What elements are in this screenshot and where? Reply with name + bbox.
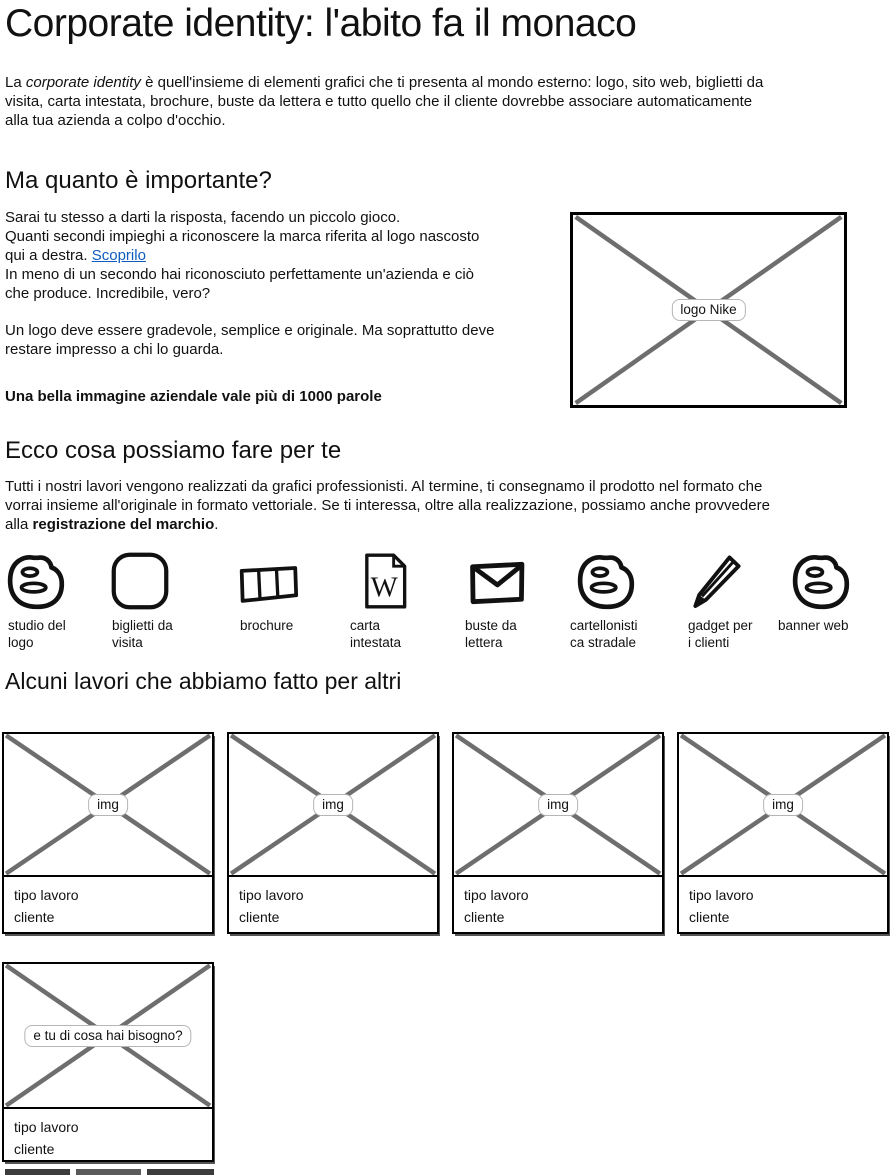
card-client: cliente <box>14 908 55 925</box>
card-shadow-fragment <box>5 1169 214 1175</box>
logo-placeholder-label: logo Nike <box>671 299 746 321</box>
service-item: banner web <box>778 547 888 651</box>
service-item: studio del logo <box>5 547 112 651</box>
service-label: brochure <box>240 618 294 633</box>
card-work-type: tipo lavoro <box>14 1118 79 1135</box>
service-item: W carta intestata <box>350 547 465 651</box>
service-item: gadget per i clienti <box>688 547 778 651</box>
portfolio-cards-row: img tipo lavoro cliente img tipo lavoro … <box>2 732 889 934</box>
services-icon-row: studio del logo biglietti da visita broc… <box>0 547 890 651</box>
importance-after-link: In meno di un secondo hai riconosciuto p… <box>5 266 474 302</box>
envelope-icon <box>470 561 525 605</box>
services-heading: Ecco cosa possiamo fare per te <box>5 437 342 464</box>
intro-italic-term: corporate identity <box>25 74 141 91</box>
logo-advice-paragraph: Un logo deve essere gradevole, semplice … <box>5 322 495 358</box>
services-text-end: . <box>214 516 219 533</box>
portfolio-card[interactable]: img tipo lavoro cliente <box>677 732 889 934</box>
service-icon <box>690 547 778 611</box>
services-text-start: Tutti i nostri lavori vengono realizzati… <box>5 478 770 533</box>
scoprilo-link[interactable]: Scoprilo <box>91 247 146 264</box>
brochure-icon <box>239 566 299 603</box>
card-image-label: img <box>538 793 578 816</box>
service-label: biglietti da visita <box>112 618 173 650</box>
card-image-label: img <box>763 793 803 816</box>
logo-blob-icon <box>577 555 635 610</box>
letterhead-doc-icon: W <box>365 553 407 609</box>
card-meta: tipo lavoro cliente <box>677 874 889 934</box>
service-icon <box>237 547 350 611</box>
card-meta: tipo lavoro cliente <box>227 874 439 934</box>
card-image-placeholder: e tu di cosa hai bisogno? <box>2 962 214 1109</box>
card-meta: tipo lavoro cliente <box>2 874 214 934</box>
svg-text:W: W <box>371 571 399 603</box>
importance-paragraph: Sarai tu stesso a darti la risposta, fac… <box>5 208 567 303</box>
service-item: cartellonisti ca stradale <box>570 547 688 651</box>
card-client: cliente <box>689 908 730 925</box>
page-title: Corporate identity: l'abito fa il monaco <box>5 2 637 45</box>
service-icon <box>110 547 240 611</box>
intro-text-end: è quell'insieme di elementi grafici che … <box>5 74 764 129</box>
importance-heading: Ma quanto è importante? <box>5 167 272 194</box>
card-client: cliente <box>14 1140 55 1157</box>
service-label: cartellonisti ca stradale <box>570 618 638 650</box>
service-item: biglietti da visita <box>110 547 240 651</box>
card-work-type: tipo lavoro <box>689 886 754 903</box>
portfolio-heading: Alcuni lavori che abbiamo fatto per altr… <box>5 668 402 694</box>
pencil-icon <box>693 555 741 608</box>
card-image-label: img <box>313 793 353 816</box>
logo-blob-icon <box>792 555 850 610</box>
card-image-label: img <box>88 793 128 816</box>
portfolio-card[interactable]: img tipo lavoro cliente <box>2 732 214 934</box>
service-icon: W <box>363 547 465 611</box>
card-meta: tipo lavoro cliente <box>452 874 664 934</box>
portfolio-card[interactable]: img tipo lavoro cliente <box>452 732 664 934</box>
service-item: buste da lettera <box>465 547 570 651</box>
card-image-placeholder: img <box>677 732 889 877</box>
portfolio-card-cta[interactable]: e tu di cosa hai bisogno? tipo lavoro cl… <box>2 962 214 1162</box>
service-icon <box>5 547 112 611</box>
service-label: buste da lettera <box>465 618 517 650</box>
service-item: brochure <box>237 547 350 651</box>
portfolio-card[interactable]: img tipo lavoro cliente <box>227 732 439 934</box>
card-image-placeholder: img <box>2 732 214 877</box>
intro-paragraph: La corporate identity è quell'insieme di… <box>5 73 881 130</box>
rounded-card-icon <box>111 552 169 610</box>
card-image-placeholder: img <box>452 732 664 877</box>
service-label: gadget per i clienti <box>688 618 753 650</box>
service-icon <box>575 547 688 611</box>
card-image-label: e tu di cosa hai bisogno? <box>24 1024 192 1047</box>
service-icon <box>468 547 570 611</box>
service-label: studio del logo <box>8 618 66 650</box>
card-work-type: tipo lavoro <box>14 886 79 903</box>
card-client: cliente <box>239 908 280 925</box>
card-image-placeholder: img <box>227 732 439 877</box>
card-client: cliente <box>464 908 505 925</box>
service-label: banner web <box>778 618 849 633</box>
importance-bold-line: Una bella immagine aziendale vale più di… <box>5 388 382 405</box>
card-work-type: tipo lavoro <box>239 886 304 903</box>
services-paragraph: Tutti i nostri lavori vengono realizzati… <box>5 477 887 534</box>
card-meta: tipo lavoro cliente <box>2 1106 214 1162</box>
service-label: carta intestata <box>350 618 402 650</box>
hidden-logo-image-placeholder: logo Nike <box>570 212 847 408</box>
service-icon <box>790 547 888 611</box>
importance-lead: Sarai tu stesso a darti la risposta, fac… <box>5 209 480 264</box>
services-bold-term: registrazione del marchio <box>32 516 215 533</box>
card-work-type: tipo lavoro <box>464 886 529 903</box>
logo-blob-icon <box>7 555 65 610</box>
intro-text-start: La <box>5 74 26 91</box>
